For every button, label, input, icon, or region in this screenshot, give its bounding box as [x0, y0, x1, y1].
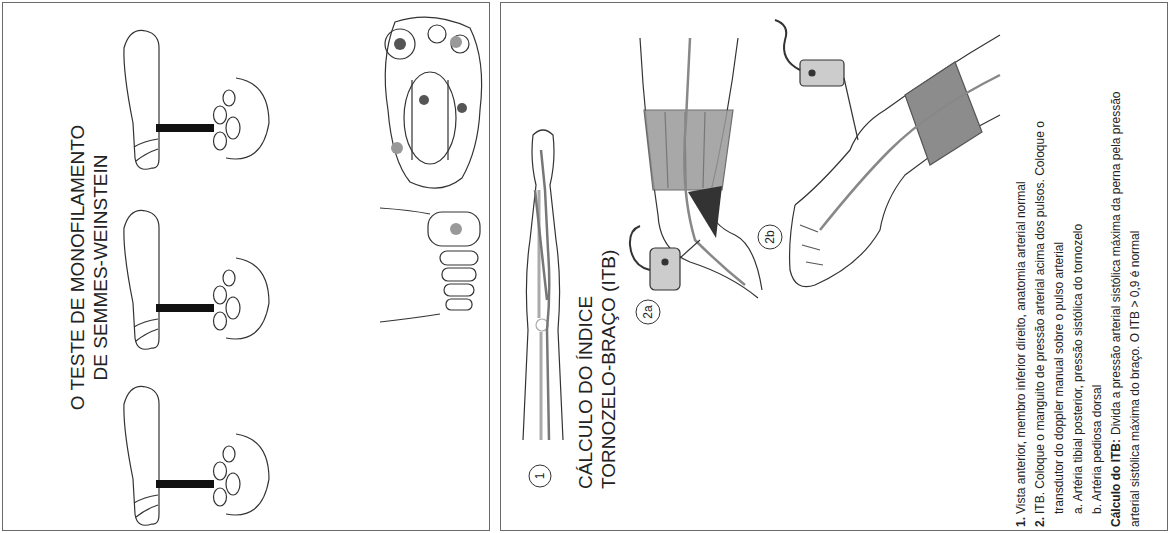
footnote-text: b. Artéria pediosa dorsal [1090, 385, 1104, 514]
panel-title: O TESTE DE MONOFILAMENTO DE SEMMES-WEINS… [67, 78, 113, 458]
panel-heading-wrap: CÁLCULO DO ÍNDICE TORNOZELO-BRAÇO (ITB) [575, 159, 621, 489]
panel-title: CÁLCULO DO ÍNDICE TORNOZELO-BRAÇO (ITB) [575, 159, 621, 489]
toes-view [380, 208, 480, 322]
leg-anatomy [535, 150, 549, 440]
foot-cuff-2b [800, 225, 823, 265]
toes-view [446, 299, 472, 310]
ankle-cuff-2a [644, 110, 733, 190]
plantar-foot [394, 38, 406, 50]
footnote-key: 2. [1031, 514, 1050, 527]
foot-with-filament [124, 30, 269, 169]
foot-with-filament [226, 117, 240, 139]
figure-panel: O TESTE DE MONOFILAMENTO DE SEMMES-WEINS… [2, 2, 490, 531]
foot-cuff-2b [795, 35, 1000, 205]
foot-cuff-2b [844, 78, 858, 140]
foot-with-filament [223, 270, 235, 286]
plantar-foot [385, 29, 415, 59]
foot-with-filament [214, 312, 227, 330]
foot-cuff-2b [775, 20, 800, 70]
leg-anatomy [523, 130, 563, 440]
foot-with-filament [223, 446, 235, 462]
footnote-line: a. Artéria tibial posterior, pressão sis… [1069, 85, 1088, 527]
panel-heading-wrap: O TESTE DE MONOFILAMENTO DE SEMMES-WEINS… [67, 3, 113, 532]
foot-with-filament [226, 434, 269, 515]
foot-with-filament [214, 132, 227, 150]
leg-anatomy [523, 130, 563, 440]
toes-view [450, 223, 462, 235]
footnote-key: 1. [1012, 514, 1031, 527]
plantar-foot [385, 17, 482, 188]
footnote-text: a. Artéria tibial posterior, pressão sis… [1071, 224, 1085, 514]
foot-with-filament [124, 386, 159, 525]
foot-with-filament [124, 386, 269, 525]
foot-cuff-2b [820, 75, 1000, 230]
toes-view [440, 251, 478, 265]
footnotes: 1.Vista anterior, membro inferior direit… [1012, 85, 1145, 527]
footnote-line: 1.Vista anterior, membro inferior direit… [1012, 85, 1031, 527]
ankle-cuff-2a [640, 38, 758, 298]
ankle-cuff-2a [662, 259, 668, 265]
footnote-text: ITB. Coloque o manguito de pressão arter… [1033, 121, 1066, 514]
foot-with-filament [214, 462, 227, 480]
callout-circles [529, 225, 782, 487]
plantar-foot [457, 103, 467, 113]
foot-with-filament [124, 210, 159, 349]
callout-number: 2a [640, 299, 656, 325]
foot-with-filament [124, 30, 159, 169]
footnote-line: 2.ITB. Coloque o manguito de pressão art… [1031, 85, 1069, 527]
plantar-foot [385, 17, 481, 188]
foot-with-filament [156, 304, 214, 312]
toes-view [444, 284, 474, 296]
foot-with-filament [214, 286, 227, 304]
footnote-text: Vista anterior, membro inferior direito,… [1014, 181, 1028, 514]
plantar-foot [412, 80, 448, 160]
foot-with-filament [134, 139, 158, 161]
foot-with-filament [226, 258, 269, 339]
ankle-cuff-2a [684, 38, 745, 285]
plantar-foot [451, 35, 469, 53]
foot-with-filament [134, 319, 158, 341]
foot-with-filament [226, 473, 240, 495]
foot-with-filament [156, 124, 214, 132]
ankle-cuff-2a [650, 248, 680, 290]
callout-circles [636, 300, 660, 324]
plantar-foot [450, 36, 462, 48]
plantar-foot [419, 95, 429, 105]
foot-with-filament [124, 210, 269, 349]
toes-view [428, 212, 480, 246]
ankle-cuff-2a [680, 240, 700, 258]
foot-with-filament [226, 78, 269, 159]
monofilament-feet [124, 30, 269, 525]
figure-panel: CÁLCULO DO ÍNDICE TORNOZELO-BRAÇO (ITB) [500, 2, 1168, 531]
footnote-key: Cálculo do ITB: [1109, 439, 1123, 527]
foot-with-filament [156, 480, 214, 488]
plantar-foot [404, 72, 456, 164]
foot-cuff-2b [800, 60, 844, 86]
ankle-cuff-2a [630, 38, 762, 298]
footnote-line: b. Artéria pediosa dorsal [1088, 85, 1107, 527]
ankle-cuff-2a [630, 226, 650, 270]
foot-cuff-2b [775, 20, 1000, 287]
callout-number: 2b [762, 224, 778, 250]
foot-with-filament [223, 90, 235, 106]
foot-with-filament [226, 297, 240, 319]
plantar-foot [391, 142, 403, 154]
footnote-line: Cálculo do ITB:Divida a pressão arterial… [1107, 85, 1145, 527]
foot-cuff-2b [809, 70, 815, 76]
toes-view [442, 268, 476, 281]
plantar-foot [428, 25, 446, 43]
foot-cuff-2b [905, 62, 982, 165]
foot-with-filament [134, 495, 158, 517]
foot-with-filament [214, 488, 227, 506]
foot-with-filament [214, 106, 227, 124]
callout-number: 1 [532, 463, 548, 489]
ankle-cuff-2a [688, 186, 722, 238]
callout-circles [758, 225, 782, 249]
